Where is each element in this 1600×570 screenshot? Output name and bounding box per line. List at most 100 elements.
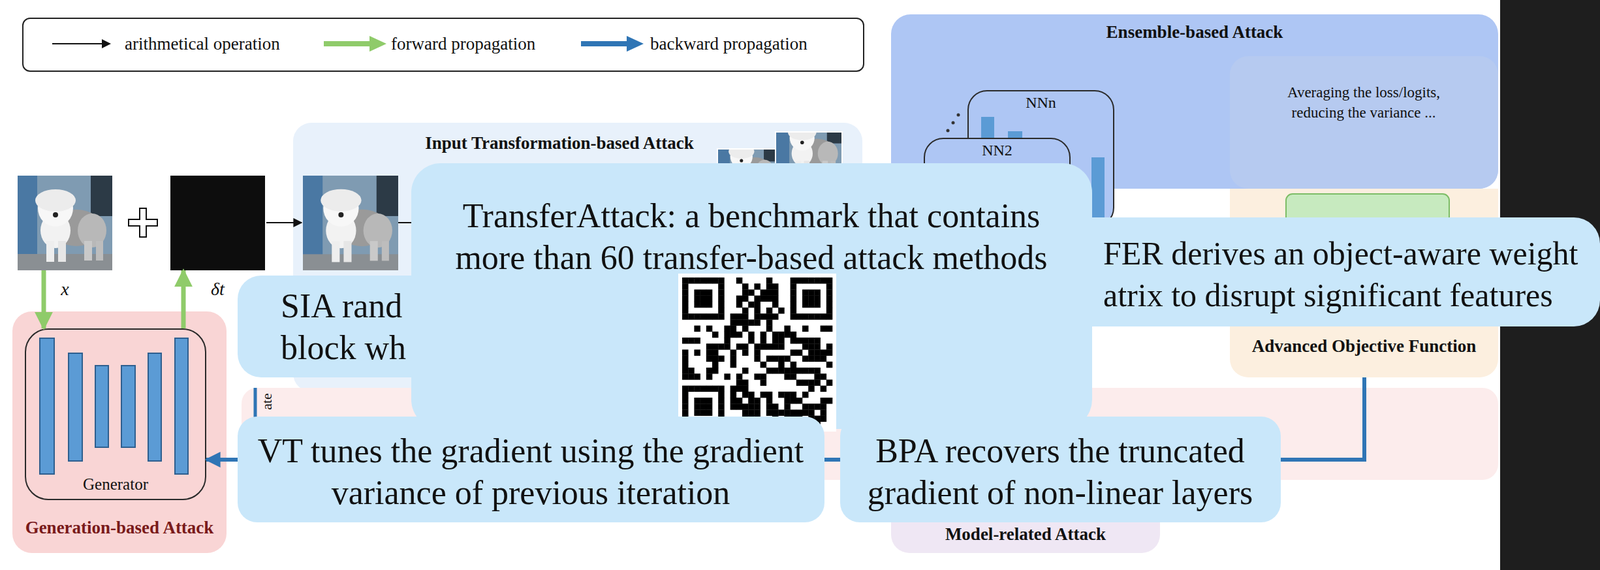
rect-part	[766, 367, 773, 375]
rect-part	[790, 283, 798, 290]
text-holder: TransferAttack: a benchmark that contain…	[441, 195, 1062, 279]
rect-part	[730, 385, 738, 393]
node-text: ate	[258, 392, 275, 410]
rect-part	[706, 325, 713, 333]
rect-part	[808, 343, 815, 350]
rect-part	[736, 295, 743, 303]
text-holder: Input Transformation-based Attack	[293, 131, 826, 155]
rect-part	[778, 391, 785, 399]
use-part	[17, 175, 113, 271]
node-text: BPA recovers the truncated gradient of n…	[867, 432, 1254, 512]
node-text: NN2	[981, 141, 1013, 159]
rect-part	[760, 391, 768, 399]
rect-part	[693, 295, 701, 303]
rect-part	[814, 403, 821, 410]
rect-part	[688, 367, 695, 375]
rect-part	[682, 403, 689, 410]
rect-part	[826, 325, 833, 333]
rect-part	[742, 391, 749, 399]
rect-part	[718, 283, 725, 290]
rect-part	[174, 338, 189, 474]
rect-part	[826, 343, 833, 350]
rect-part	[712, 361, 719, 369]
rect-part	[802, 403, 809, 410]
rect-part	[723, 331, 731, 339]
rect-part	[814, 367, 821, 375]
rect-part	[688, 373, 695, 380]
rect-part	[790, 295, 798, 303]
rect-part	[808, 301, 815, 309]
rect-part	[778, 367, 785, 375]
rect-part	[796, 337, 803, 345]
rect-part	[706, 367, 713, 375]
text-holder: VT tunes the gradient using the gradient…	[250, 430, 812, 514]
rect-part	[753, 319, 761, 326]
rect-part	[796, 379, 803, 386]
rect-part	[772, 343, 779, 350]
rect-part	[742, 367, 749, 375]
rect-part	[790, 397, 798, 405]
rect-part	[753, 283, 761, 290]
rect-part	[826, 301, 833, 309]
rect-part	[760, 331, 768, 339]
rect-part	[790, 361, 798, 369]
text-holder: Advanced Objective Function	[1229, 334, 1499, 358]
node-text: NNn	[1025, 94, 1057, 111]
rect-part	[753, 301, 761, 309]
rect-part	[148, 353, 162, 461]
node-text: Input Transformation-based Attack	[424, 133, 694, 153]
rect-part	[826, 295, 833, 303]
rect-part	[814, 337, 821, 345]
rect-part	[784, 325, 791, 333]
rect-part	[790, 349, 798, 356]
rect-part	[700, 397, 707, 405]
legend-entry: backward propagation	[650, 32, 808, 55]
rect-part	[682, 361, 689, 369]
rect-part	[766, 313, 773, 320]
rect-part	[820, 349, 828, 356]
rect-part	[790, 301, 798, 309]
rect-part	[39, 338, 55, 474]
rect-part	[742, 283, 749, 290]
text-holder: FER derives an object-aware weight atrix…	[1103, 232, 1587, 316]
rect-part	[693, 337, 701, 345]
rect-part	[1091, 157, 1105, 223]
rect-part	[736, 313, 743, 320]
rect-part	[712, 349, 719, 356]
rect-part	[802, 337, 809, 345]
rect-part	[753, 349, 761, 356]
rect-part	[718, 307, 725, 314]
rect-part	[682, 313, 689, 320]
legend-entry: forward propagation	[391, 32, 536, 55]
rect-part	[706, 295, 713, 303]
rect-part	[730, 391, 738, 399]
rect-part	[718, 343, 725, 350]
rect-part	[742, 319, 749, 326]
rect-part	[808, 349, 815, 356]
rect-part	[766, 295, 773, 303]
rect-part	[723, 337, 731, 345]
rect-part	[748, 409, 755, 416]
rect-part	[706, 343, 713, 350]
rect-part	[760, 289, 768, 296]
node-text: Generator	[82, 475, 149, 493]
rect-part	[95, 365, 109, 448]
text-holder: Model-related Attack	[891, 522, 1161, 546]
rect-part	[784, 391, 791, 399]
rect-part	[730, 349, 738, 356]
rect-part	[814, 343, 821, 350]
rect-part	[753, 397, 761, 405]
rect-part	[790, 307, 798, 314]
rect-part	[706, 355, 713, 363]
callout-box: TransferAttack: a benchmark that contain…	[411, 163, 1093, 429]
rect-part	[742, 295, 749, 303]
rect-part	[736, 403, 743, 410]
rect-part	[718, 313, 725, 320]
rect-part	[766, 319, 773, 326]
node-text: TransferAttack: a benchmark that contain…	[454, 197, 1048, 277]
flow-connector	[1280, 377, 1365, 460]
rect-part	[693, 289, 701, 296]
rect-part	[802, 355, 809, 363]
legend-arrow-line	[52, 43, 104, 45]
rect-part	[706, 373, 713, 380]
